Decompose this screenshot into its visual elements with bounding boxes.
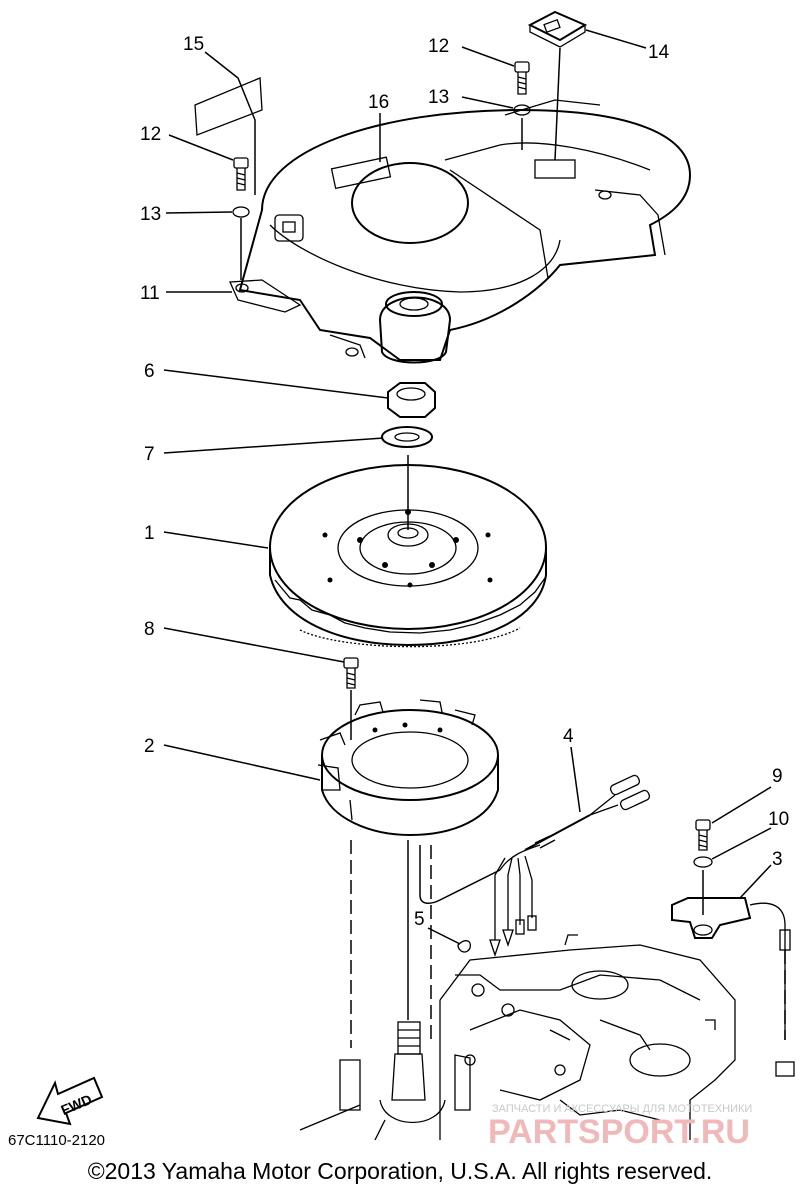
callout-7: 7 (144, 444, 155, 465)
washer-10 (693, 856, 713, 868)
bolt-12-right (514, 61, 530, 95)
callout-13-left: 13 (140, 204, 161, 225)
callout-9: 9 (772, 766, 783, 787)
callout-1: 1 (144, 523, 155, 544)
pulser-coil-3 (671, 897, 795, 1077)
callout-13-right: 13 (428, 87, 449, 108)
callout-8: 8 (144, 619, 155, 640)
washer-13-left (232, 206, 250, 218)
clip-14 (527, 10, 588, 48)
fwd-arrow-icon: FWD (36, 1076, 104, 1126)
fwd-label: FWD (58, 1091, 94, 1118)
callout-3: 3 (772, 849, 783, 870)
stator-2 (317, 699, 499, 837)
crankshaft (391, 1021, 426, 1101)
callout-4: 4 (563, 726, 574, 747)
callout-12-right: 12 (428, 36, 449, 57)
base-housing (299, 1054, 471, 1141)
diagram-code: 67C1110-2120 (8, 1132, 106, 1149)
lead-wire-4 (489, 774, 651, 958)
callout-5: 5 (414, 909, 425, 930)
watermark-logo: PARTSPORT.RU (488, 1113, 750, 1151)
watermark-tagline: ЗАПЧАСТИ И АКСЕССУАРЫ ДЛЯ МОТОТЕХНИКИ (492, 1103, 752, 1115)
washer-7 (381, 426, 433, 448)
callout-11: 11 (140, 283, 160, 304)
callout-10: 10 (768, 809, 789, 830)
key-5 (457, 940, 471, 953)
callout-16: 16 (368, 92, 389, 113)
callout-6: 6 (144, 361, 155, 382)
callout-2: 2 (144, 736, 155, 757)
bolt-9 (695, 819, 711, 851)
nut-6 (387, 382, 436, 418)
callout-14: 14 (648, 42, 670, 63)
flywheel-cover (229, 99, 692, 364)
bolt-8 (343, 657, 359, 689)
flywheel-magnet-1 (269, 464, 547, 648)
washer-13-right (513, 104, 531, 116)
bolt-12-left (233, 157, 249, 191)
label-15 (194, 77, 263, 136)
callout-12-left: 12 (140, 124, 161, 145)
callout-15: 15 (183, 34, 204, 55)
copyright-notice: ©2013 Yamaha Motor Corporation, U.S.A. A… (87, 1158, 713, 1184)
